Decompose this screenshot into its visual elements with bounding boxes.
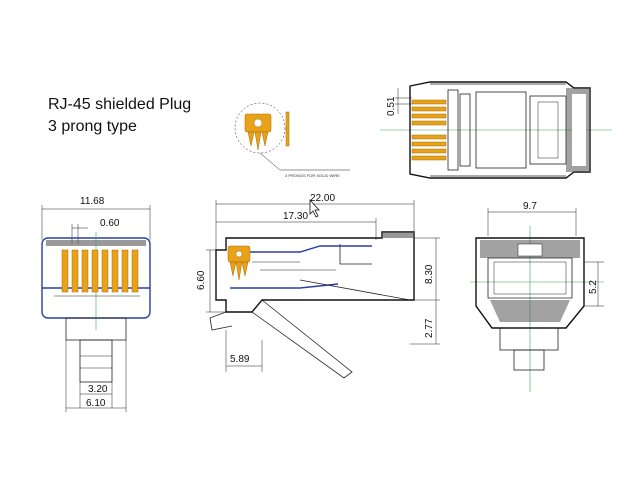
title-line-1: RJ-45 shielded Plug: [48, 96, 192, 113]
dim-back-width: 9.7: [523, 201, 537, 212]
detail-circle: [234, 102, 286, 154]
side-latch: [251, 299, 353, 379]
dim-side-length: 22.00: [310, 193, 335, 204]
dim-front-width: 11.68: [80, 196, 105, 207]
top-view: 0.51: [380, 81, 612, 179]
dim-side-latch-pos: 5.89: [230, 354, 250, 365]
back-view: 9.7 5.2: [470, 201, 604, 392]
dim-side-latch: 2.77: [424, 318, 435, 338]
dim-side-total-height: 8.30: [424, 264, 435, 284]
dim-top-thickness: 0.51: [386, 96, 397, 116]
dim-side-contact-height: 6.60: [196, 270, 207, 290]
detail-contact: [244, 113, 272, 151]
dim-back-height: 5.2: [588, 280, 599, 294]
drawing-title: RJ-45 shielded Plug 3 prong type: [48, 94, 191, 138]
mouse-cursor-icon: [309, 198, 320, 218]
prong-detail: 3 PRONGS FOR SOLID WIRE: [234, 102, 350, 178]
front-contacts: [61, 249, 139, 293]
detail-contact-side: [285, 111, 290, 147]
title-line-2: 3 prong type: [48, 118, 137, 135]
front-view: 11.68 0.60 3.20: [41, 196, 151, 412]
side-view: 22.00 17.30 6.60 8.30: [196, 193, 440, 379]
detail-caption: 3 PRONGS FOR SOLID WIRE: [285, 173, 340, 178]
side-contact: [227, 245, 251, 281]
back-body: [475, 237, 585, 329]
dim-side-inner: 17.30: [283, 211, 308, 222]
dim-front-pitch: 0.60: [100, 218, 120, 229]
top-contacts: [411, 99, 447, 161]
dim-front-cable-outer: 6.10: [86, 398, 106, 409]
dim-front-cable-inner: 3.20: [88, 384, 108, 395]
